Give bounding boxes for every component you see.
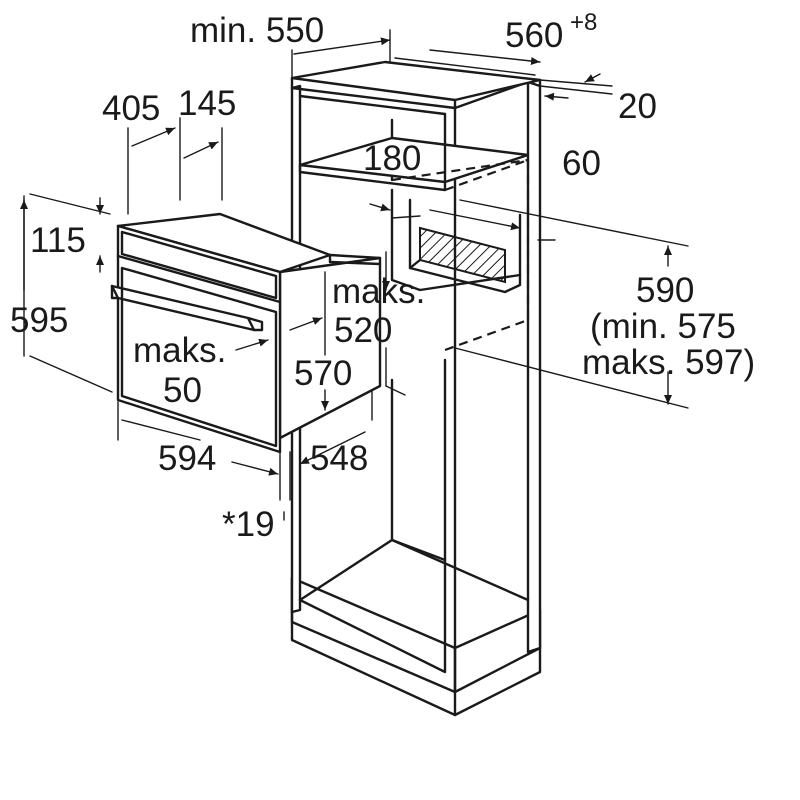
label-548: 548 bbox=[310, 439, 368, 478]
oven-control-panel bbox=[116, 254, 282, 304]
label-570: 570 bbox=[294, 354, 352, 393]
dimension-labels: min. 550 560 +8 20 180 60 405 145 115 59… bbox=[10, 9, 755, 544]
label-60: 60 bbox=[562, 144, 601, 183]
label-maks-50-line1: maks. bbox=[133, 331, 226, 370]
label-maks-520-line1: maks. bbox=[332, 272, 425, 311]
cabinet-shelf bbox=[298, 136, 530, 184]
label-20: 20 bbox=[618, 87, 657, 126]
label-594: 594 bbox=[158, 439, 216, 478]
label-180: 180 bbox=[363, 139, 421, 178]
label-min-550: min. 550 bbox=[190, 11, 324, 50]
vent-opening bbox=[419, 226, 506, 284]
label-590: 590 bbox=[636, 271, 694, 310]
label-595: 595 bbox=[10, 301, 68, 340]
label-maks-50-line2: 50 bbox=[163, 371, 202, 410]
label-560: 560 bbox=[505, 16, 563, 55]
label-590-min: (min. 575 bbox=[590, 307, 736, 346]
cabinet-plinth bbox=[290, 576, 542, 694]
label-115: 115 bbox=[30, 221, 86, 260]
label-145: 145 bbox=[178, 84, 236, 123]
oven bbox=[110, 212, 382, 454]
label-560-tolerance: +8 bbox=[570, 9, 597, 36]
tall-cabinet bbox=[290, 60, 542, 717]
cabinet-right-panel bbox=[526, 80, 542, 654]
label-590-max: maks. 597) bbox=[582, 343, 755, 382]
label-maks-520-line2: 520 bbox=[334, 311, 392, 350]
label-405: 405 bbox=[102, 89, 160, 128]
cabinet-top bbox=[290, 60, 542, 102]
dimension-lines bbox=[20, 29, 689, 521]
label-19: *19 bbox=[222, 505, 275, 544]
